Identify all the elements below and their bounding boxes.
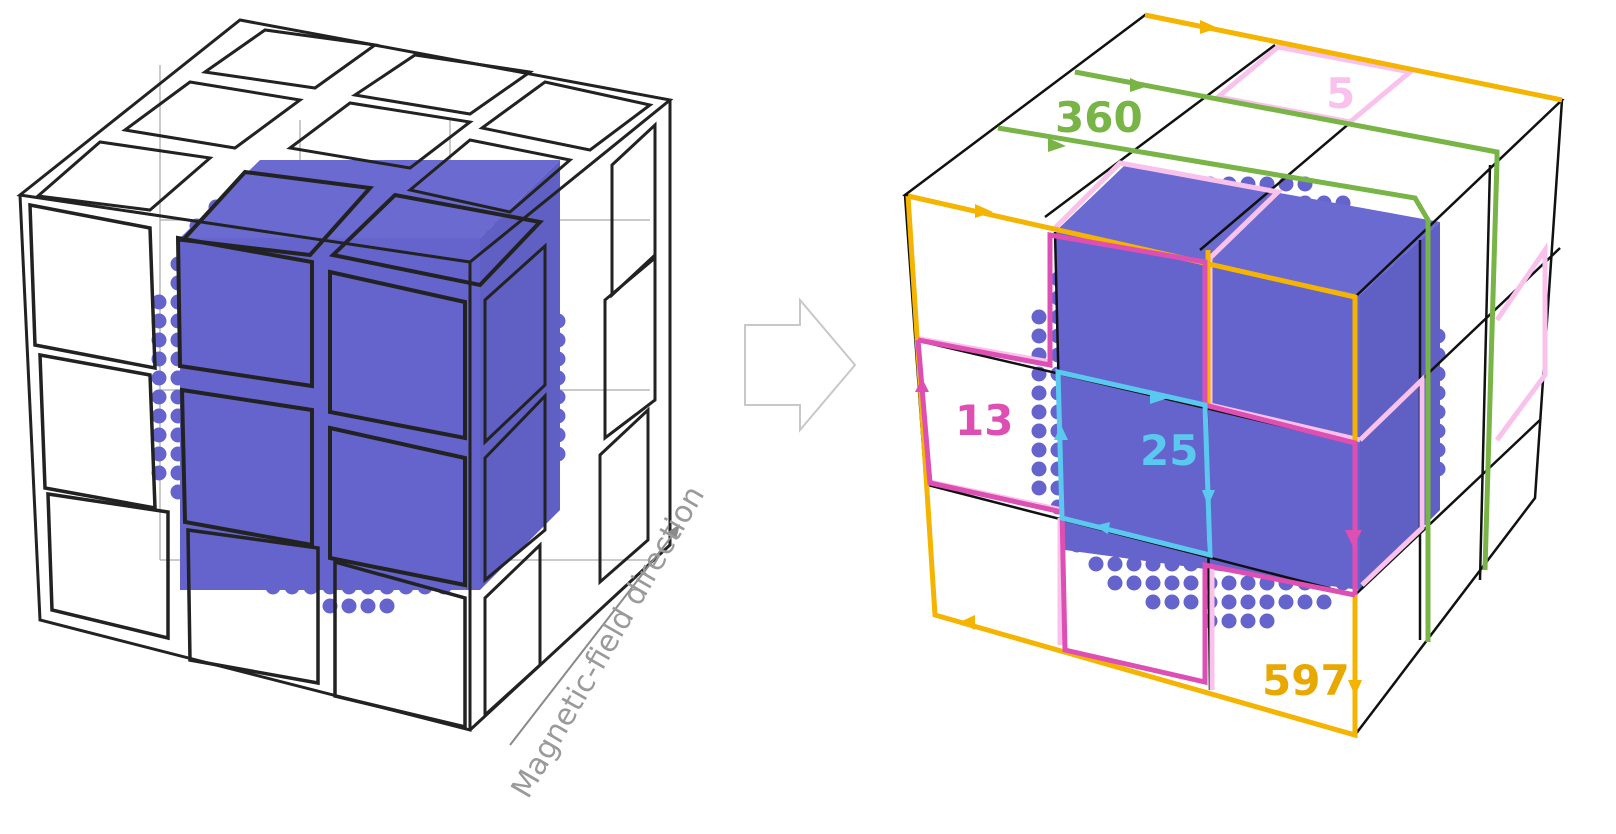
magenta-arrowhead-icon: [915, 378, 929, 392]
orange-arrowhead-icon: [975, 204, 993, 218]
atom-dot: [1031, 309, 1047, 325]
cyan-arrowhead-icon: [1150, 390, 1168, 404]
left-front-cells: [28, 202, 467, 730]
atom-dot: [1240, 613, 1256, 629]
atom-dot: [1278, 594, 1294, 610]
green-arrowhead-icon: [1130, 78, 1148, 92]
cyan-arrowhead-icon: [1094, 522, 1110, 534]
atom-dot: [1126, 575, 1142, 591]
atom-dot: [1316, 594, 1332, 610]
atom-dot: [1145, 594, 1161, 610]
magenta-arrowhead-icon: [1345, 530, 1362, 547]
atom-dot: [1183, 575, 1199, 591]
atom-dot: [1145, 575, 1161, 591]
atom-dot: [1031, 423, 1047, 439]
atom-dot: [1297, 594, 1313, 610]
left-side-cells: [483, 121, 657, 719]
atom-dot: [1088, 556, 1104, 572]
cyan-arrowhead-icon: [1054, 425, 1068, 440]
atom-dot: [1240, 575, 1256, 591]
right-cube: 360 5 13 25 597: [902, 12, 1565, 739]
atom-dot: [1259, 613, 1275, 629]
magnetic-field-arrow: [509, 531, 676, 746]
left-block-side: [480, 160, 560, 590]
magnetic-field-arrowhead-icon: [668, 524, 680, 540]
magenta-loop: [915, 232, 1362, 686]
cyan-loop: [1054, 368, 1215, 559]
atom-dot: [379, 598, 395, 614]
loop-label-597: 597: [1262, 656, 1350, 705]
cyan-arrowhead-icon: [1202, 490, 1215, 506]
atom-dot: [1031, 461, 1047, 477]
atom-dot: [151, 313, 167, 329]
left-block-top: [180, 160, 560, 238]
atom-dot: [1221, 575, 1237, 591]
atom-dot: [1031, 442, 1047, 458]
right-block-top: [1055, 165, 1440, 295]
left-top-cells: [34, 28, 654, 288]
loop-label-5: 5: [1326, 69, 1355, 118]
left-cube: Magnetic-field direction: [16, 18, 712, 804]
atom-dot: [1126, 556, 1142, 572]
atom-dot: [151, 294, 167, 310]
atom-dot: [151, 408, 167, 424]
atom-dot: [151, 389, 167, 405]
orange-arrowhead-icon: [1200, 20, 1218, 34]
atom-dot: [1031, 404, 1047, 420]
atom-dot: [1221, 594, 1237, 610]
loop-label-25: 25: [1140, 426, 1198, 475]
atom-dot: [151, 427, 167, 443]
atom-dot: [1031, 480, 1047, 496]
green-loop: [997, 69, 1500, 642]
right-inner-block: [1055, 165, 1440, 590]
atom-dot: [360, 598, 376, 614]
loop-label-13: 13: [955, 396, 1013, 445]
orange-arrowhead-icon: [1348, 680, 1362, 696]
atom-dot: [1240, 594, 1256, 610]
atom-dot: [1031, 385, 1047, 401]
atom-dot: [151, 370, 167, 386]
green-arrowhead-icon: [1048, 138, 1066, 152]
atom-dot: [1259, 594, 1275, 610]
atom-dot: [1107, 556, 1123, 572]
hollow-right-arrow-icon: [744, 297, 857, 433]
loop-label-360: 360: [1055, 93, 1143, 142]
atom-dot: [1164, 594, 1180, 610]
atom-dot: [1164, 575, 1180, 591]
atom-dot: [1183, 594, 1199, 610]
atom-dot: [1107, 575, 1123, 591]
atom-dot: [341, 598, 357, 614]
atom-dot: [1031, 328, 1047, 344]
orange-arrowhead-icon: [960, 615, 975, 630]
atom-dot: [1221, 613, 1237, 629]
atom-dot: [151, 446, 167, 462]
